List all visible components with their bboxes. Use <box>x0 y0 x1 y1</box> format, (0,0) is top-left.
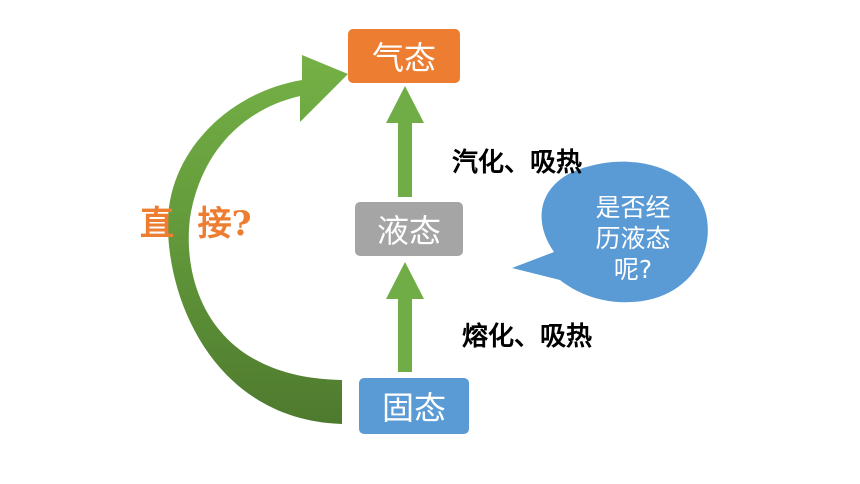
liquid-state-box: 液态 <box>355 202 463 256</box>
liquid-state-label: 液态 <box>376 212 441 250</box>
arrow-solid-to-liquid <box>386 262 424 372</box>
direct-question-label: 直 接? <box>140 204 252 244</box>
vaporization-label: 汽化、吸热 <box>452 148 583 178</box>
callout-bubble <box>512 161 708 303</box>
callout-text: 是否经 历液态 呢? <box>574 192 692 285</box>
solid-state-box: 固态 <box>359 378 469 434</box>
arrow-liquid-to-gas <box>386 86 424 197</box>
solid-state-label: 固态 <box>381 389 446 427</box>
gas-state-label: 气态 <box>371 39 436 77</box>
callout-line-1: 是否经 <box>595 193 671 222</box>
gas-state-box: 气态 <box>348 29 460 83</box>
curved-arrow-solid-to-gas <box>167 55 348 424</box>
callout-line-2: 历液态 <box>595 224 671 253</box>
melting-label: 熔化、吸热 <box>462 322 593 352</box>
callout-line-3: 呢? <box>613 255 653 284</box>
